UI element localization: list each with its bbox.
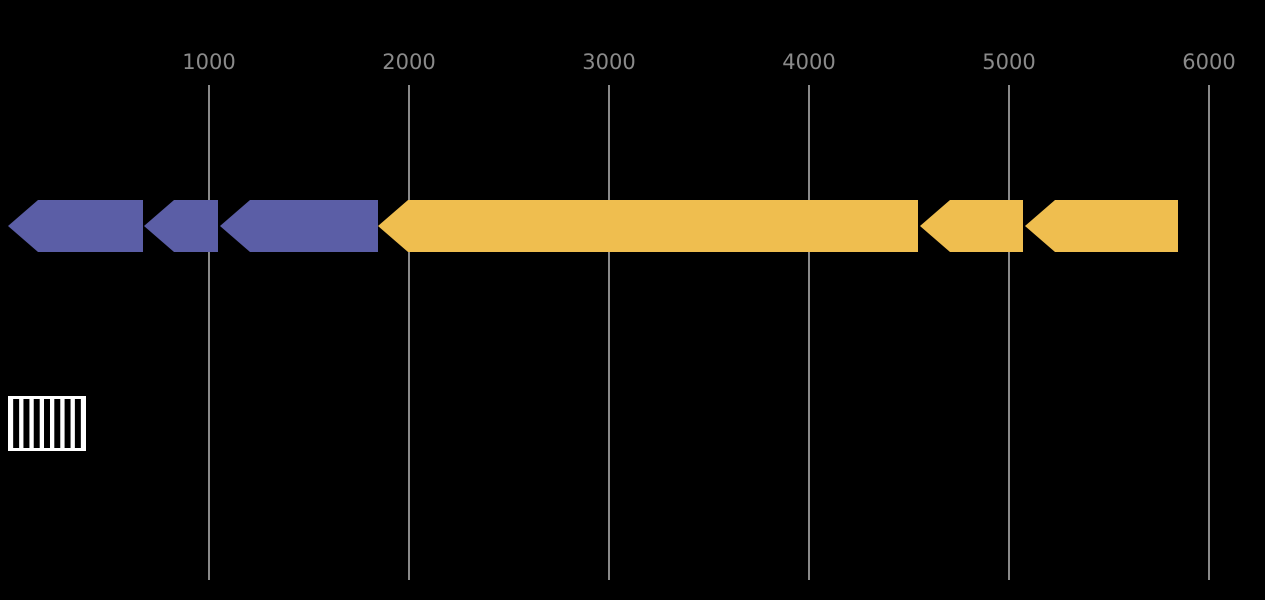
legend-stripe: [23, 399, 30, 448]
axis-tick-label-3000: 3000: [582, 50, 636, 74]
legend-stripe: [44, 399, 50, 448]
legend-stripe: [33, 399, 40, 448]
axis-tick-label-6000: 6000: [1182, 50, 1236, 74]
gene-arrow-3[interactable]: [220, 200, 378, 252]
gridline-5000: [1008, 85, 1010, 580]
gene-arrow-1[interactable]: [8, 200, 143, 252]
gene-arrow-2[interactable]: [144, 200, 218, 252]
axis-tick-label-1000: 1000: [182, 50, 236, 74]
legend-stripe: [13, 399, 20, 448]
axis-tick-label-4000: 4000: [782, 50, 836, 74]
legend-stripe: [74, 399, 81, 448]
gene-arrow-5[interactable]: [920, 200, 1023, 252]
legend-stripe: [64, 399, 71, 448]
hatch-legend-swatch: [8, 396, 86, 451]
gridline-4000: [808, 85, 810, 580]
gene-arrow-4[interactable]: [378, 200, 918, 252]
legend-stripe-pattern: [13, 399, 81, 448]
gridline-3000: [608, 85, 610, 580]
axis-tick-label-2000: 2000: [382, 50, 436, 74]
axis-tick-label-5000: 5000: [982, 50, 1036, 74]
gridline-6000: [1208, 85, 1210, 580]
gridline-1000: [208, 85, 210, 580]
gridline-2000: [408, 85, 410, 580]
legend-stripe: [54, 399, 61, 448]
gene-arrow-6[interactable]: [1025, 200, 1178, 252]
